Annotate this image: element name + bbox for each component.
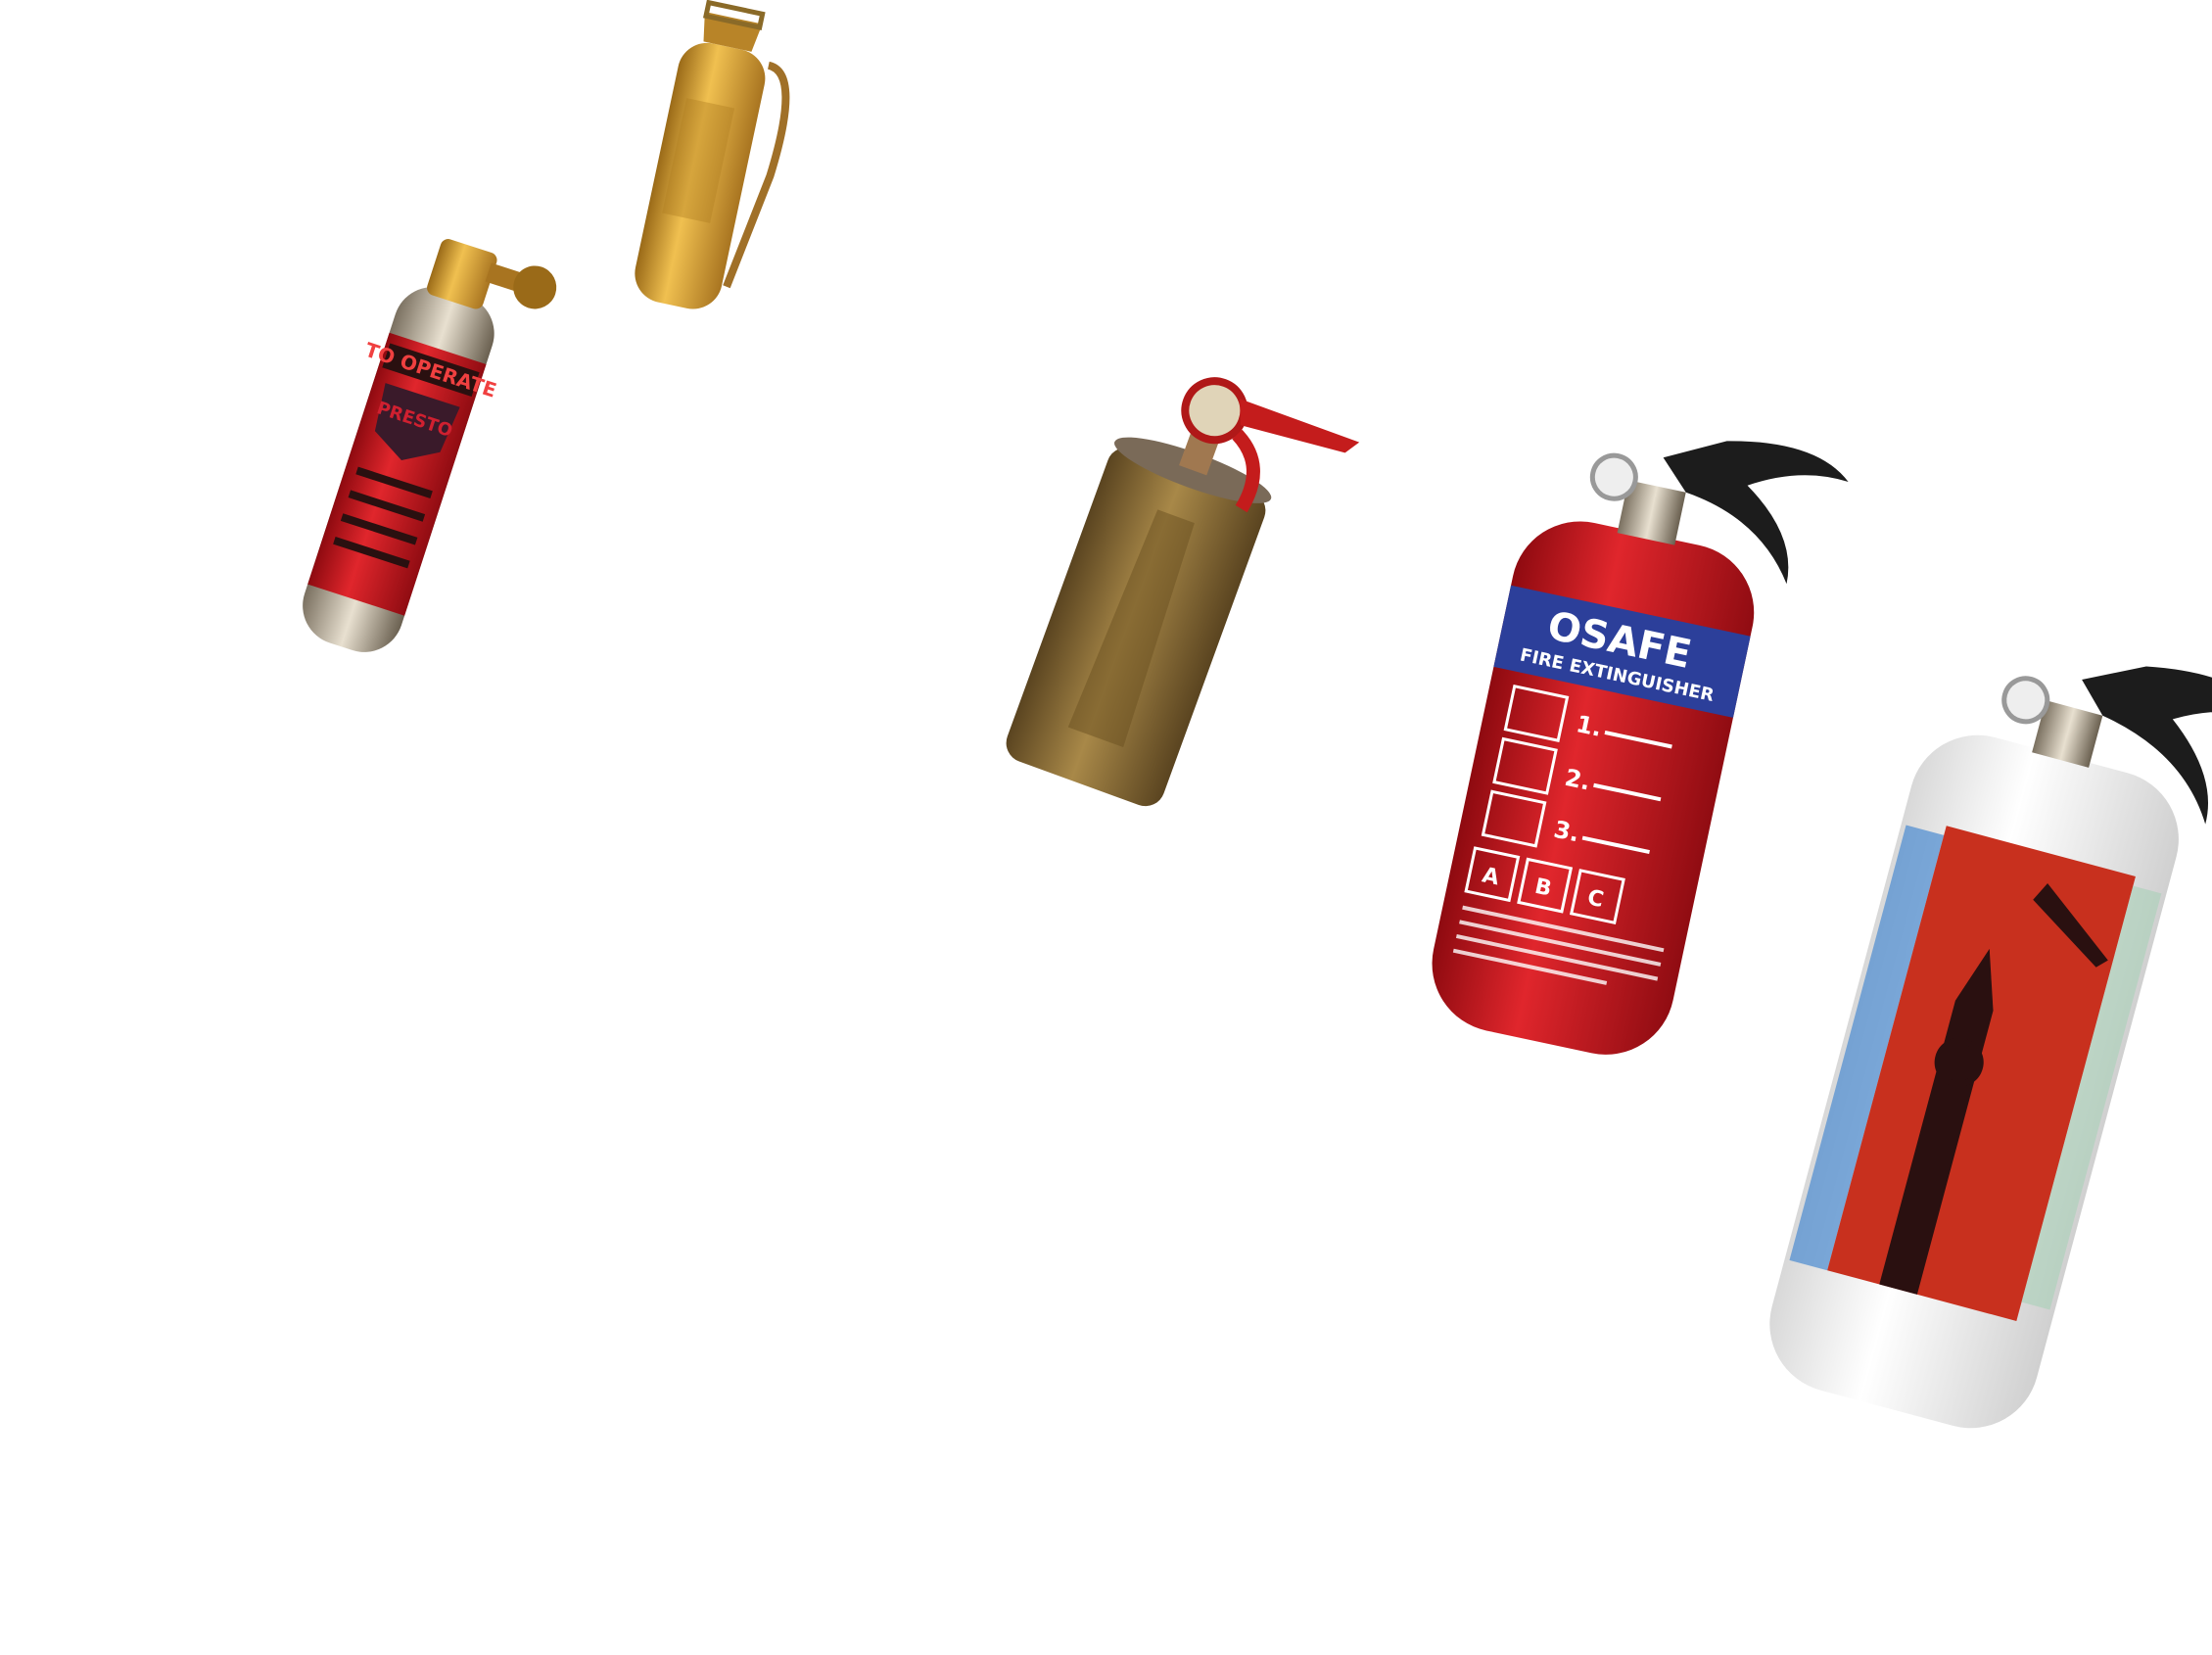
class-a: A [1480, 863, 1501, 890]
presto-extinguisher: TO OPERATE PRESTO [303, 239, 557, 652]
brand-band [1493, 585, 1751, 718]
step-2: 2. [1563, 764, 1593, 796]
white-designer-extinguisher [1769, 666, 2212, 1429]
class-c: C [1585, 885, 1606, 913]
pressure-gauge-icon [2001, 676, 2050, 725]
step-3: 3. [1551, 816, 1581, 848]
antique-brass-extinguisher [1006, 377, 1360, 807]
osafe-red-extinguisher: OSAFE FIRE EXTINGUISHER 1. 2. 3. A B C [1432, 441, 1849, 1055]
brass-pump-extinguisher [635, 0, 790, 309]
class-b: B [1532, 875, 1554, 902]
step-1: 1. [1574, 710, 1604, 742]
pressure-gauge-icon [1589, 452, 1638, 501]
